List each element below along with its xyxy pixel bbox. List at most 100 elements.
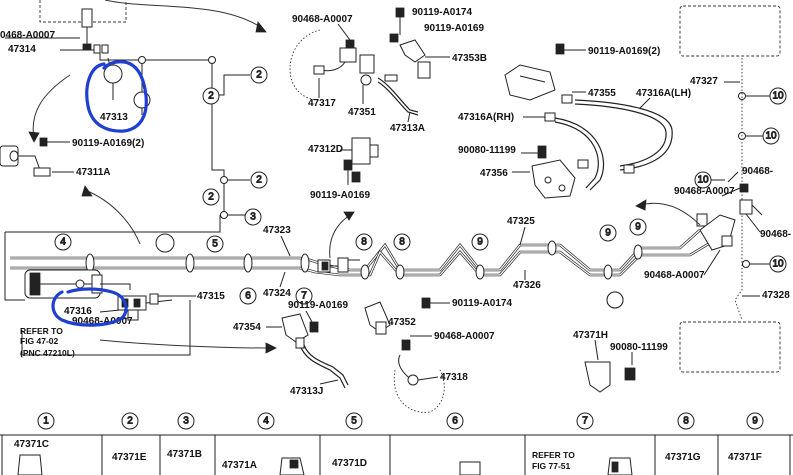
label-47354: 47354: [233, 322, 261, 333]
callout-9a: 9: [477, 237, 483, 248]
label-90080-11199-bot: 90080-11199: [610, 342, 668, 353]
callout-2c: 2: [256, 175, 262, 186]
bottom-callout-2: 2: [127, 416, 133, 427]
label-90468-a0007-right-mid: 90468-A0007: [674, 186, 735, 197]
bottom-callout-3: 3: [183, 416, 189, 427]
label-47328: 47328: [762, 290, 790, 301]
ref-fig-77-51-line1: REFER TO: [532, 450, 575, 460]
leader-dots: [138, 56, 770, 321]
part-group-47311a: 90119-A0169(2) 47311A: [0, 137, 144, 178]
dashed-box-top-right: [679, 5, 781, 57]
part-group-47312d: 47312D 90119-A0169: [308, 137, 379, 201]
label-90468-a0007-left-bot: 90468-A0007: [72, 316, 133, 327]
callout-7: 7: [301, 291, 307, 302]
label-90468-a0007-right-bot: 90468-A0007: [644, 270, 705, 281]
label-90119-a0174-top: 90119-A0174: [412, 7, 472, 18]
part-group-47316a: 90119-A0169(2) 47355 47316A(LH) 47316A(R…: [458, 43, 691, 199]
bottom-part-47371f: 47371F: [728, 452, 762, 463]
ref-fig-47-02-line2: FIG 47-02: [20, 336, 59, 346]
label-90468-right-top: 90468-: [742, 166, 773, 177]
label-47327: 47327: [690, 76, 718, 87]
callout-8a: 8: [361, 237, 367, 248]
callout-10b: 10: [765, 131, 777, 142]
label-47351: 47351: [348, 107, 376, 118]
callout-2d: 2: [208, 192, 214, 203]
part-group-47313: 0468-A0007 47314 47313: [0, 8, 151, 123]
label-47324: 47324: [263, 288, 291, 299]
label-47352: 47352: [388, 317, 416, 328]
label-47316: 47316: [64, 306, 92, 317]
callout-9b: 9: [605, 228, 611, 239]
bottom-callout-4: 4: [263, 416, 269, 427]
arrow-diagonal-left: [84, 189, 141, 245]
arrow-to-47311a: [32, 74, 71, 139]
arrow-up-47312d: [329, 214, 351, 259]
bottom-callout-7: 7: [582, 416, 588, 427]
callout-5: 5: [212, 239, 218, 250]
bottom-callout-5: 5: [351, 416, 357, 427]
ref-fig-47-02-line3: (PNC 47210L): [20, 348, 75, 358]
label-47353b: 47353B: [452, 53, 487, 64]
bottom-callout-8: 8: [683, 416, 689, 427]
callout-9c: 9: [635, 222, 641, 233]
part-group-47371h: 47371H 90080-11199: [573, 291, 668, 393]
label-90119-a0174-bot: 90119-A0174: [452, 298, 512, 309]
label-47326: 47326: [513, 280, 541, 291]
label-47315: 47315: [197, 291, 225, 302]
callout-circles: 2 2 2 2 3 4 5 6 7 8 8 9 9 9 10 10 10 10: [54, 66, 787, 309]
ref-fig-77-51-line2: FIG 77-51: [532, 461, 571, 471]
arrow-to-47354: [99, 339, 269, 349]
label-90119-a0169-2-left: 90119-A0169(2): [72, 138, 144, 149]
label-47314: 47314: [8, 44, 36, 55]
callout-3: 3: [250, 212, 256, 223]
bottom-part-47371a: 47371A: [222, 460, 257, 471]
junction-47323: [317, 257, 360, 273]
callout-10d: 10: [772, 259, 784, 270]
blue-highlight-circle-47313: [85, 60, 148, 133]
part-group-47315-cylinder: 47315 47316 90468-A0007: [24, 233, 225, 327]
blue-highlight-circle-47316: [51, 287, 128, 327]
callout-4: 4: [60, 237, 66, 248]
callout-10c: 10: [697, 175, 709, 186]
label-90468-a0007-bot-mid: 90468-A0007: [434, 331, 495, 342]
label-47317: 47317: [308, 98, 336, 109]
label-47311a: 47311A: [76, 167, 110, 178]
arrow-to-junction: [639, 202, 701, 226]
callout-circle-2a: [250, 66, 268, 84]
part-group-47318: 90119-A0174 47352 90468-A0007 47318: [364, 297, 512, 413]
label-47313a: 47313A: [390, 123, 425, 134]
callout-10a: 10: [772, 91, 784, 102]
label-47312d: 47312D: [308, 144, 343, 155]
callout-8b: 8: [399, 237, 405, 248]
bottom-part-47371b: 47371B: [167, 449, 202, 460]
label-47316a-rh: 47316A(RH): [458, 112, 514, 123]
bottom-callout-1: 1: [43, 416, 49, 427]
dashed-box-right-bottom: [679, 321, 781, 373]
callout-2b: 2: [208, 91, 214, 102]
label-47356: 47356: [480, 168, 508, 179]
label-90119-a0169-top: 90119-A0169: [424, 23, 484, 34]
pipe-clamps: [85, 240, 643, 280]
bottom-part-47371e: 47371E: [112, 452, 147, 463]
label-0468-a0007: 0468-A0007: [0, 30, 55, 41]
label-90468-a0007-top: 90468-A0007: [292, 14, 353, 25]
bottom-callout-6: 6: [452, 416, 458, 427]
ref-fig-47-02-line1: REFER TO: [20, 326, 63, 336]
label-90119-a0169-bot: 90119-A0169: [288, 300, 348, 311]
label-47323: 47323: [263, 225, 291, 236]
bottom-callout-9: 9: [752, 416, 758, 427]
label-90119-a0169-2-right: 90119-A0169(2): [588, 46, 660, 57]
label-90080-11199-top: 90080-11199: [458, 145, 516, 156]
part-group-47313j: 90119-A0169 47354 47313J: [233, 300, 349, 397]
label-47313: 47313: [100, 112, 128, 123]
label-90119-a0169-mid: 90119-A0169: [310, 190, 370, 201]
bottom-part-47371d: 47371D: [332, 458, 367, 469]
bottom-part-47371c: 47371C: [14, 439, 49, 450]
label-47355: 47355: [588, 88, 616, 99]
label-47318: 47318: [440, 372, 468, 383]
part-group-47313a: 90468-A0007 47317 47351 47313A 90119-A01…: [289, 7, 487, 134]
callout-6: 6: [245, 291, 251, 302]
label-47325: 47325: [507, 216, 535, 227]
bottom-reference-row: 1 2 3 4 5 6 7 8 9 47371C 47371E 47371B 4…: [0, 412, 793, 475]
